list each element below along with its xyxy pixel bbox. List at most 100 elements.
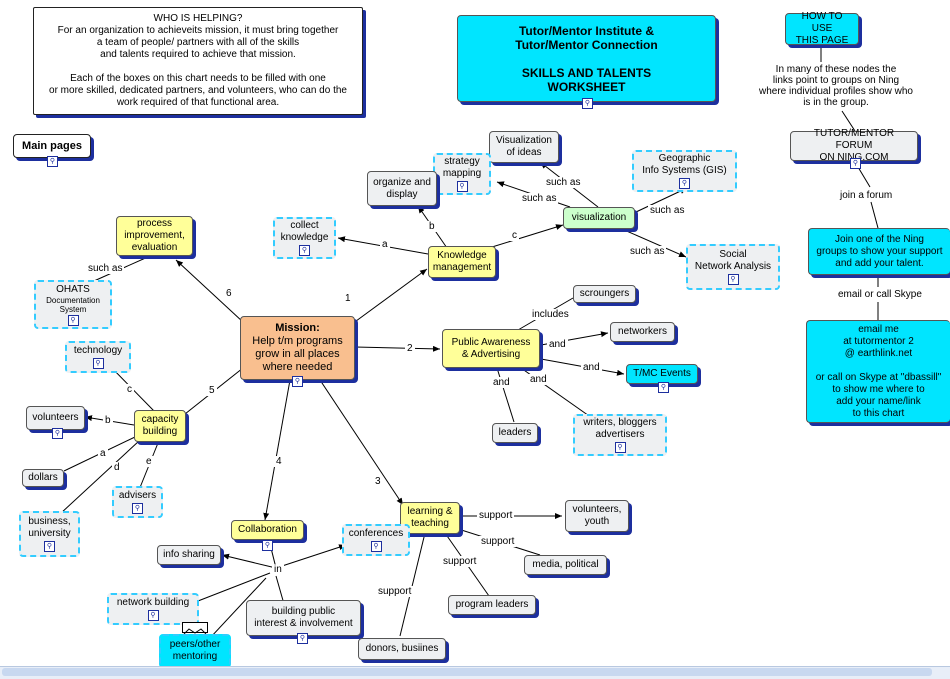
- mission-icon[interactable]: ⚲: [292, 376, 303, 387]
- worksheet-title: Tutor/Mentor Institute & Tutor/Mentor Co…: [457, 15, 716, 102]
- public-awareness-node[interactable]: Public Awareness & Advertising: [442, 329, 540, 368]
- ohats-node[interactable]: OHATS Documentation System ⚲: [34, 280, 112, 329]
- network-building-label: network building: [116, 597, 190, 608]
- forum-icon[interactable]: ⚲: [850, 158, 861, 169]
- scroungers-node[interactable]: scroungers: [573, 285, 636, 303]
- mission-node[interactable]: Mission: Help t/m programs grow in all p…: [240, 316, 355, 380]
- building-public-interest-label: building public interest & involvement: [254, 606, 353, 629]
- main-pages-button[interactable]: Main pages: [13, 134, 91, 158]
- info-sharing-label: info sharing: [163, 549, 215, 560]
- link-label-support-vol: support: [477, 510, 515, 521]
- how-to-use-label: HOW TO USE THIS PAGE: [795, 11, 849, 46]
- link-label-6: 6: [224, 288, 234, 299]
- program-leaders-node[interactable]: program leaders: [448, 595, 536, 615]
- gis-icon[interactable]: ⚲: [679, 178, 690, 189]
- how-to-use-button[interactable]: HOW TO USE THIS PAGE: [785, 11, 859, 46]
- visualization-of-ideas-node[interactable]: Visualization of ideas: [489, 131, 559, 163]
- collaboration-node[interactable]: Collaboration: [231, 520, 304, 540]
- peers-mentoring-node[interactable]: peers/other mentoring: [159, 634, 231, 668]
- tmc-events-node[interactable]: T/MC Events: [626, 364, 698, 384]
- leaders-node[interactable]: leaders: [492, 423, 538, 443]
- collect-knowledge-node[interactable]: collect knowledge ⚲: [273, 217, 336, 259]
- advisers-label: advisers: [118, 490, 157, 501]
- writers-bloggers-label: writers, bloggers advertisers: [583, 417, 657, 440]
- advisers-node[interactable]: advisers ⚲: [112, 486, 163, 518]
- link-label-support-donors: support: [376, 586, 414, 597]
- strategy-mapping-node[interactable]: strategy mapping ⚲: [433, 153, 491, 195]
- knowledge-management-label: Knowledge management: [432, 250, 492, 273]
- dollars-node[interactable]: dollars: [22, 469, 64, 487]
- tmc-events-icon[interactable]: ⚲: [658, 382, 669, 393]
- scrollbar-thumb[interactable]: [2, 668, 932, 676]
- email-me-node[interactable]: email me at tutormentor 2 @ earthlink.ne…: [806, 320, 950, 423]
- program-leaders-label: program leaders: [455, 599, 529, 610]
- worksheet-title-text: Tutor/Mentor Institute & Tutor/Mentor Co…: [515, 23, 658, 94]
- link-label-3: 3: [373, 476, 383, 487]
- how-to-use-text: In many of these nodes the links point t…: [748, 64, 924, 108]
- collect-knowledge-label: collect knowledge: [280, 220, 329, 243]
- learning-teaching-node[interactable]: learning & teaching: [400, 502, 460, 534]
- link-label-and-networkers: and: [547, 339, 568, 350]
- writers-bloggers-node[interactable]: writers, bloggers advertisers ⚲: [573, 414, 667, 456]
- gis-node[interactable]: Geographic Info Systems (GIS) ⚲: [632, 150, 737, 192]
- tmc-events-label: T/MC Events: [633, 368, 691, 379]
- forum-label: TUTOR/MENTOR FORUM ON NING.COM: [813, 128, 895, 163]
- building-public-interest-node[interactable]: building public interest & involvement: [246, 600, 361, 636]
- conferences-node[interactable]: conferences ⚲: [342, 524, 410, 556]
- media-political-node[interactable]: media, political: [524, 555, 607, 575]
- peers-mentoring-label: peers/other mentoring: [169, 639, 221, 662]
- link-label-such-as-sna: such as: [628, 246, 667, 257]
- link-label-c-vis: c: [510, 230, 519, 241]
- link-label-e-advisers: e: [144, 456, 154, 467]
- technology-node[interactable]: technology ⚲: [65, 341, 131, 373]
- volunteers-youth-node[interactable]: volunteers, youth: [565, 500, 629, 532]
- link-label-support-media: support: [479, 536, 517, 547]
- map-link-icon[interactable]: ⚲: [582, 98, 593, 109]
- collect-knowledge-icon[interactable]: ⚲: [299, 245, 310, 256]
- resize-handle-icon[interactable]: [182, 622, 208, 635]
- link-label-includes: includes: [530, 309, 571, 320]
- network-building-node[interactable]: network building ⚲: [107, 593, 199, 625]
- link-label-and-leaders: and: [491, 377, 512, 388]
- business-university-icon[interactable]: ⚲: [44, 541, 55, 552]
- donors-node[interactable]: donors, busiines: [358, 638, 446, 660]
- main-pages-icon[interactable]: ⚲: [47, 156, 58, 167]
- join-ning-node[interactable]: Join one of the Ning groups to show your…: [808, 228, 950, 275]
- building-public-interest-icon[interactable]: ⚲: [297, 633, 308, 644]
- join-ning-label: Join one of the Ning groups to show your…: [816, 233, 943, 269]
- volunteers-icon[interactable]: ⚲: [52, 428, 63, 439]
- info-sharing-node[interactable]: info sharing: [157, 545, 221, 565]
- writers-bloggers-icon[interactable]: ⚲: [614, 442, 626, 453]
- mission-text: Help t/m programs grow in all places whe…: [252, 335, 343, 373]
- forum-node[interactable]: TUTOR/MENTOR FORUM ON NING.COM: [790, 128, 918, 163]
- volunteers-youth-label: volunteers, youth: [572, 504, 622, 527]
- link-label-5: 5: [207, 385, 217, 396]
- advisers-icon[interactable]: ⚲: [132, 503, 143, 514]
- knowledge-management-node[interactable]: Knowledge management: [428, 246, 496, 278]
- dollars-label: dollars: [28, 472, 58, 483]
- social-network-analysis-icon[interactable]: ⚲: [727, 274, 739, 285]
- visualization-node[interactable]: visualization: [563, 207, 635, 229]
- who-is-helping-text: WHO IS HELPING? For an organization to a…: [49, 13, 347, 108]
- strategy-mapping-icon[interactable]: ⚲: [456, 181, 468, 192]
- ohats-icon[interactable]: ⚲: [67, 314, 79, 326]
- network-building-icon[interactable]: ⚲: [147, 610, 159, 621]
- process-improvement-node[interactable]: process improvement, evaluation: [116, 216, 193, 256]
- leaders-label: leaders: [498, 427, 532, 438]
- collaboration-icon[interactable]: ⚲: [262, 540, 273, 551]
- link-label-and-writers: and: [528, 374, 549, 385]
- volunteers-node[interactable]: volunteers: [26, 406, 85, 430]
- conferences-icon[interactable]: ⚲: [370, 541, 382, 552]
- social-network-analysis-node[interactable]: Social Network Analysis ⚲: [686, 244, 780, 290]
- capacity-building-node[interactable]: capacity building: [134, 410, 186, 442]
- business-university-node[interactable]: business, university ⚲: [19, 511, 80, 557]
- ohats-title: OHATS: [56, 283, 90, 295]
- public-awareness-label: Public Awareness & Advertising: [451, 336, 531, 360]
- link-label-1: 1: [343, 293, 353, 304]
- collaboration-label: Collaboration: [238, 524, 297, 535]
- organize-display-label: organize and display: [373, 176, 431, 200]
- donors-label: donors, busiines: [365, 643, 439, 654]
- technology-icon[interactable]: ⚲: [92, 358, 104, 369]
- organize-display-node[interactable]: organize and display: [367, 171, 437, 206]
- networkers-node[interactable]: networkers: [610, 322, 675, 342]
